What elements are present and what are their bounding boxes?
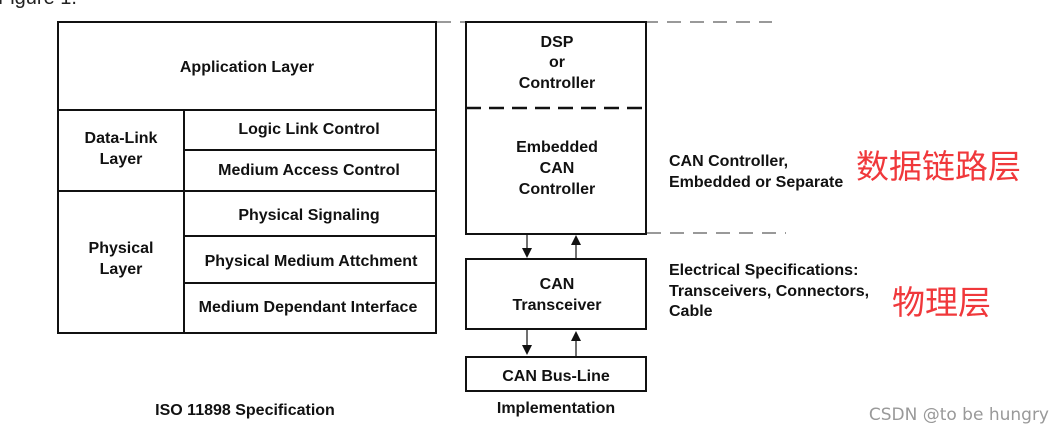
data-link-annotation: 数据链路层 bbox=[856, 147, 1021, 186]
can-text: CAN bbox=[540, 160, 575, 177]
logic-link-control: Logic Link Control bbox=[238, 121, 379, 138]
data-link-label-2: Layer bbox=[100, 151, 143, 168]
iso-caption: ISO 11898 Specification bbox=[155, 402, 335, 419]
electrical-note-2: Transceivers, Connectors, bbox=[669, 283, 869, 300]
implementation-caption: Implementation bbox=[497, 400, 615, 417]
implementation: DSP or Controller Embedded CAN Controlle… bbox=[465, 21, 647, 417]
arrow-up-icon bbox=[571, 235, 581, 259]
embedded-text: Embedded bbox=[516, 139, 598, 156]
controller-text: Controller bbox=[519, 181, 595, 198]
dsp-text: DSP bbox=[541, 34, 574, 51]
arrow-down-icon bbox=[522, 329, 532, 355]
controller-note-1: CAN Controller, bbox=[669, 153, 788, 170]
electrical-note-1: Electrical Specifications: bbox=[669, 262, 858, 279]
figure-caption: Figure 1. bbox=[0, 0, 77, 9]
bus-line-text: CAN Bus-Line bbox=[502, 368, 610, 385]
medium-dependant-interface: Medium Dependant Interface bbox=[199, 299, 418, 316]
application-layer: Application Layer bbox=[180, 59, 314, 76]
bus-line-box bbox=[465, 356, 647, 392]
transceiver-text: Transceiver bbox=[513, 297, 602, 314]
medium-access-control: Medium Access Control bbox=[218, 162, 400, 179]
iso-stack: Application Layer Data-Link Layer Logic … bbox=[57, 21, 437, 419]
dsp-controller-text: Controller bbox=[519, 75, 595, 92]
arrow-down-icon bbox=[522, 234, 532, 258]
controller-box bbox=[465, 21, 647, 235]
electrical-note-3: Cable bbox=[669, 303, 713, 320]
transceiver-box bbox=[465, 258, 647, 330]
physical-medium-attachment: Physical Medium Attchment bbox=[205, 253, 418, 270]
dsp-or-text: or bbox=[549, 54, 565, 71]
iso-stack-frame bbox=[57, 21, 437, 334]
arrow-up-icon bbox=[571, 331, 581, 357]
physical-label-1: Physical bbox=[89, 240, 154, 257]
data-link-label-1: Data-Link bbox=[85, 130, 158, 147]
physical-annotation: 物理层 bbox=[892, 283, 991, 322]
physical-signaling: Physical Signaling bbox=[238, 207, 379, 224]
controller-note-2: Embedded or Separate bbox=[669, 174, 843, 191]
watermark: CSDN @to be hungry bbox=[869, 405, 1049, 425]
physical-label-2: Layer bbox=[100, 261, 143, 278]
transceiver-can-text: CAN bbox=[540, 276, 575, 293]
